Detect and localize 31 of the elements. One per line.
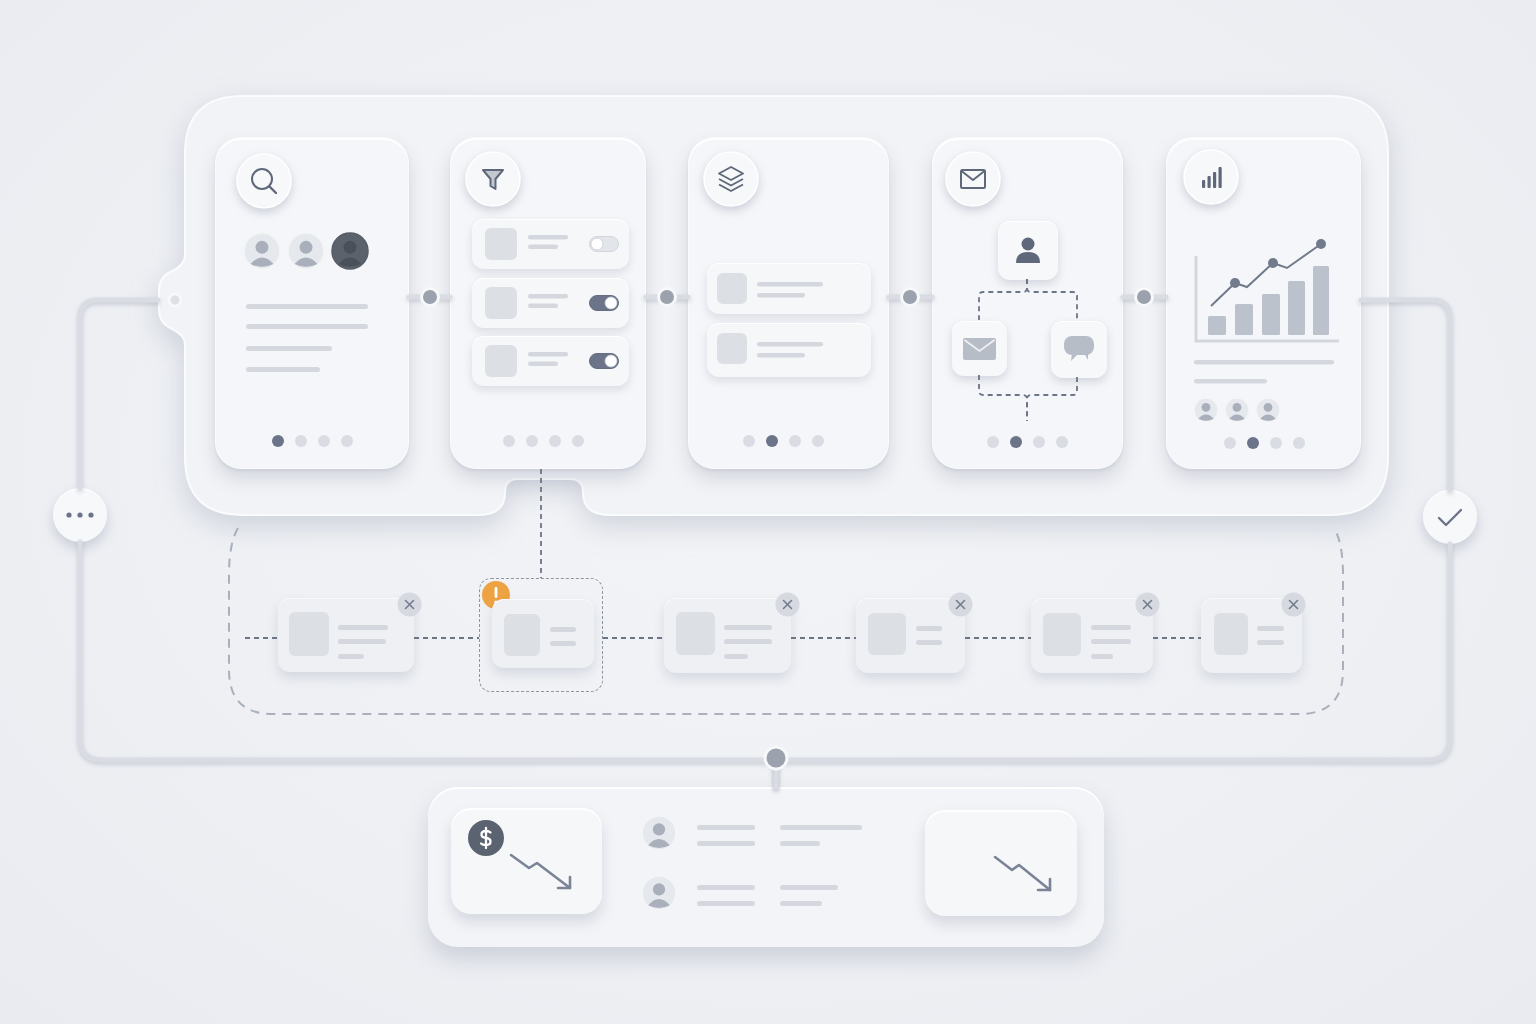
dashed-connector [1026,278,1078,321]
screen-card [688,137,889,469]
dashed-connector [413,637,480,639]
dashed-connector [244,637,279,639]
screens-panel [158,95,1389,516]
connector-line [406,294,453,300]
icon-tile [998,221,1058,280]
screen-card [215,137,409,469]
dashed-connector [540,468,542,579]
dashed-connector [964,637,1032,639]
metric-card [925,810,1077,916]
screen-card [450,137,646,469]
icon-tile [952,321,1007,376]
screen-card [932,137,1123,469]
metric-card [451,808,602,914]
connector-line [643,294,691,300]
dashed-connector [790,637,857,639]
icon-tile [1051,321,1107,378]
confirm-button [1423,490,1477,544]
connector-line [1120,294,1169,300]
connector-line [1358,297,1453,493]
connector-line [773,541,1453,790]
dashed-selection-box [479,578,603,692]
connector-line [886,294,935,300]
dashed-connector [602,637,665,639]
dashed-connector [1152,637,1202,639]
more-button [53,488,107,542]
queue-card [492,599,594,668]
summary-panel [428,787,1104,947]
queue-area [228,525,1344,716]
connector-line [77,297,161,491]
